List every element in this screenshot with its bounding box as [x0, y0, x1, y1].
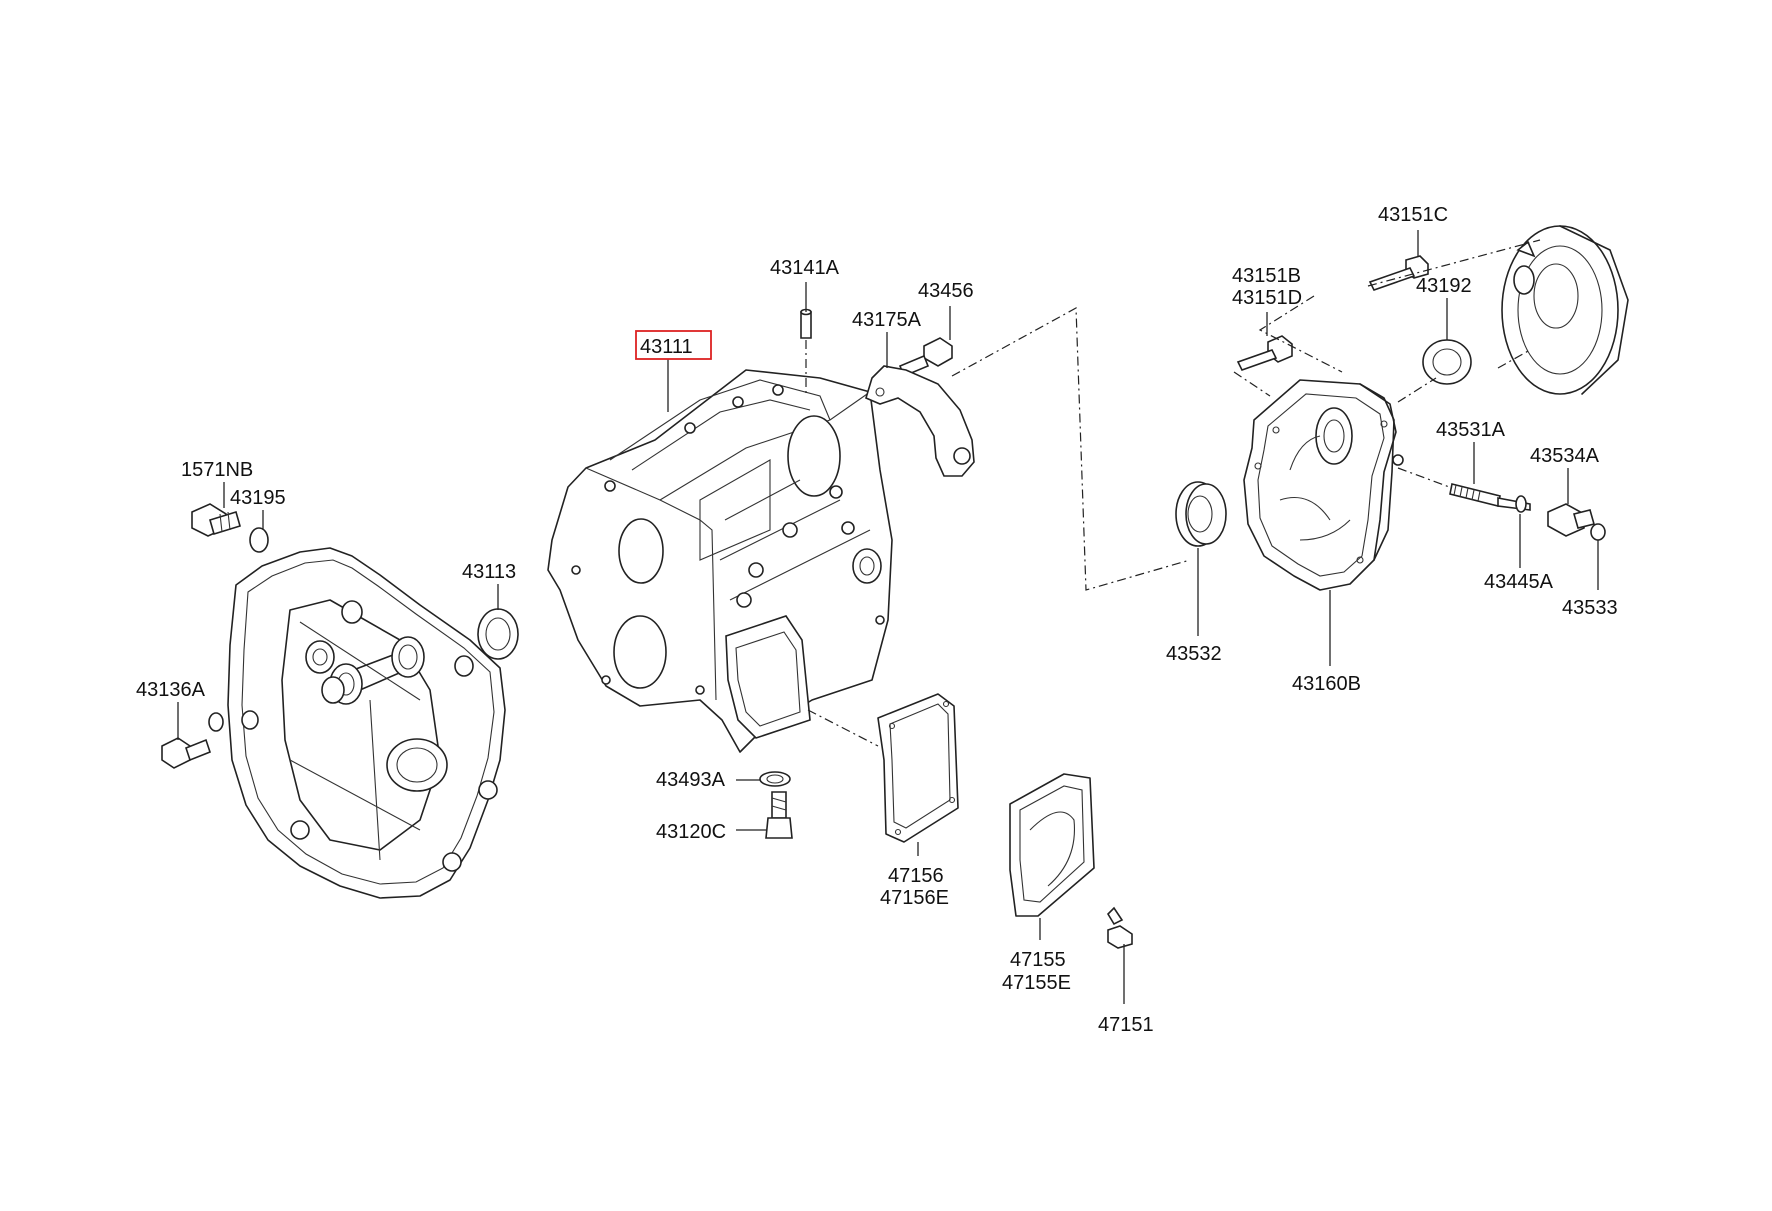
leader-lines [177, 230, 1599, 1004]
label-43160B[interactable]: 43160B [1292, 673, 1361, 695]
label-43151C[interactable]: 43151C [1378, 204, 1448, 226]
label-43113[interactable]: 43113 [462, 561, 516, 583]
label-43195[interactable]: 43195 [230, 487, 286, 509]
part-labels: 43111 43141A 43456 43175A 1571NB 43195 4… [136, 204, 1618, 1036]
rear-oil-seal-part[interactable] [1422, 339, 1472, 385]
bracket-part[interactable] [865, 365, 975, 477]
label-43151B[interactable]: 43151B [1232, 265, 1301, 287]
label-43533[interactable]: 43533 [1562, 597, 1618, 619]
label-1571NB[interactable]: 1571NB [181, 459, 253, 481]
label-43120C[interactable]: 43120C [656, 821, 726, 843]
label-43534A[interactable]: 43534A [1530, 445, 1600, 467]
label-43192[interactable]: 43192 [1416, 275, 1472, 297]
label-43111[interactable]: 43111 [640, 336, 693, 358]
companion-flange-part[interactable] [1501, 225, 1629, 395]
label-47156E[interactable]: 47156E [880, 887, 949, 909]
housing-bolt-part[interactable] [161, 712, 224, 769]
label-47151[interactable]: 47151 [1098, 1014, 1154, 1036]
speedo-nut-part[interactable] [1590, 523, 1606, 541]
label-43456[interactable]: 43456 [918, 280, 974, 302]
label-47155E[interactable]: 47155E [1002, 972, 1071, 994]
highlight-box [635, 330, 712, 360]
extension-housing-part[interactable] [1243, 379, 1404, 591]
label-43136A[interactable]: 43136A [136, 679, 206, 701]
label-43531A[interactable]: 43531A [1436, 419, 1506, 441]
speedo-seal-part[interactable] [1175, 481, 1227, 547]
cover-bolt-part[interactable] [1106, 906, 1133, 949]
drain-plug-part[interactable] [191, 503, 241, 537]
label-47156[interactable]: 47156 [888, 865, 944, 887]
access-cover-part[interactable] [1009, 773, 1095, 917]
dowel-pin-part[interactable] [800, 308, 812, 339]
cover-gasket-part[interactable] [877, 693, 959, 843]
label-43151D[interactable]: 43151D [1232, 287, 1302, 309]
oil-seal-part[interactable] [477, 608, 519, 660]
transmission-case-part[interactable] [547, 369, 893, 753]
extension-bolt-part[interactable] [1236, 335, 1293, 371]
label-47155[interactable]: 47155 [1010, 949, 1066, 971]
drain-plug-bolt-part[interactable] [765, 791, 793, 839]
plug-washer-part[interactable] [249, 527, 269, 553]
assembly-lines [805, 239, 1541, 747]
o-ring-part[interactable] [1515, 495, 1527, 513]
drain-washer-part[interactable] [759, 771, 791, 787]
clutch-housing-part[interactable] [227, 547, 506, 899]
label-43532[interactable]: 43532 [1166, 643, 1222, 665]
label-43445A[interactable]: 43445A [1484, 571, 1554, 593]
label-43175A[interactable]: 43175A [852, 309, 922, 331]
label-43493A[interactable]: 43493A [656, 769, 726, 791]
label-43141A[interactable]: 43141A [770, 257, 840, 279]
speedo-sleeve-part[interactable] [1547, 503, 1595, 537]
